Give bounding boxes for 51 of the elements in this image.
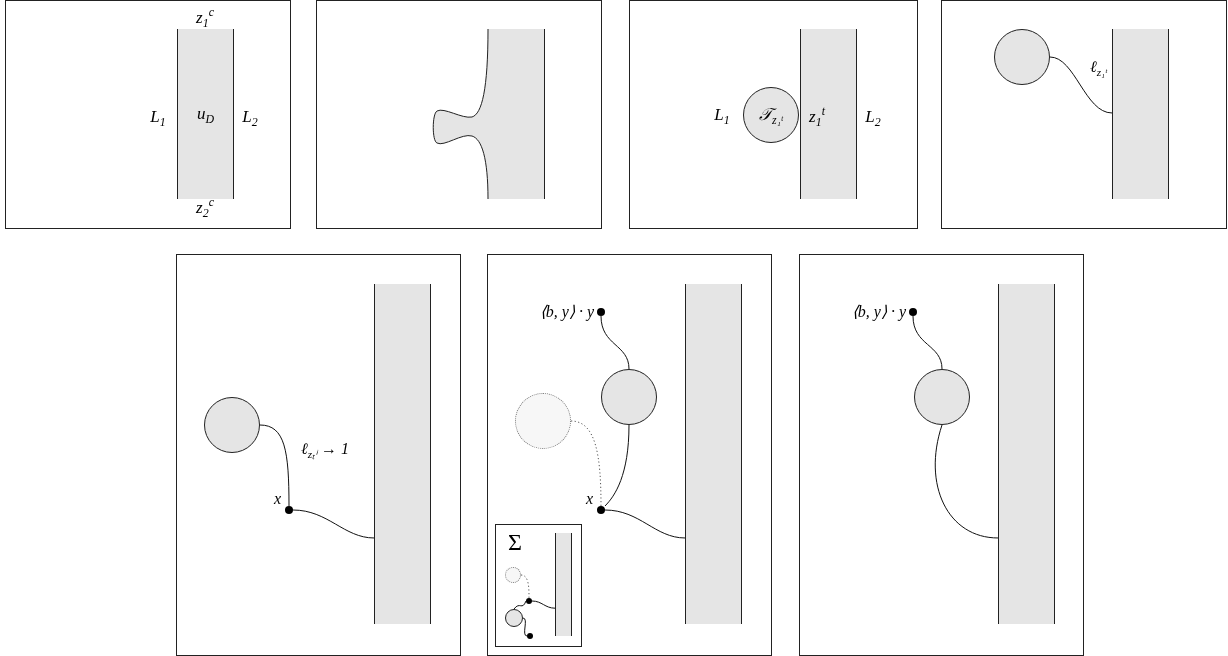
curve — [934, 424, 999, 539]
strip — [1112, 29, 1169, 199]
disk — [994, 29, 1050, 85]
math-label: L$_{2}$ — [242, 107, 258, 127]
strip — [998, 284, 1055, 624]
disk — [601, 369, 657, 425]
math-label: L$_{1}$ — [714, 105, 730, 125]
dotted-circle — [505, 567, 521, 583]
math-label: 𝒯$_{z₁ᵗ}$ — [759, 105, 783, 125]
dotted-curve — [570, 420, 602, 507]
math-label: L$_{2}$ — [865, 107, 881, 127]
dotted-circle — [515, 393, 571, 449]
strip — [685, 284, 742, 624]
strip — [800, 29, 857, 199]
disk — [914, 369, 970, 425]
curve — [912, 315, 943, 370]
panel-frame — [941, 0, 1227, 229]
point-label: ⟨b, y⟩ · y — [539, 302, 594, 322]
curve — [259, 424, 290, 507]
point-label: x — [585, 490, 593, 508]
panel-frame — [176, 254, 461, 656]
point-label: x — [273, 490, 281, 508]
panel-frame — [5, 0, 291, 229]
point-label: ⟨b, y⟩ · y — [851, 302, 906, 322]
inset-panel — [495, 524, 582, 647]
curve — [604, 509, 686, 539]
panel-frame — [799, 254, 1084, 656]
curve — [604, 424, 630, 507]
edge-label: ℓ$_{zₜⁱ}$ → 1 — [300, 440, 351, 458]
disk — [743, 87, 799, 143]
panel-frame — [316, 0, 602, 229]
disk — [505, 609, 523, 627]
panel-frame — [629, 0, 918, 229]
disk — [204, 397, 260, 453]
curve — [531, 600, 556, 609]
math-label: u$_{D}$ — [196, 104, 215, 124]
strip — [177, 29, 234, 199]
strip — [374, 284, 431, 624]
math-label: L$_{1}$ — [150, 107, 166, 127]
curve — [522, 617, 528, 637]
math-label: Σ — [508, 529, 522, 556]
curve — [292, 509, 375, 539]
panel-frame — [487, 254, 772, 656]
dot — [527, 633, 533, 639]
curve — [600, 315, 630, 370]
strip — [555, 533, 572, 636]
curve — [1049, 56, 1113, 114]
edge-label: ℓ$_{z₁ᵗ}$ — [1089, 58, 1108, 76]
dotted-curve — [520, 574, 530, 599]
curve — [513, 600, 527, 610]
dot — [526, 598, 532, 604]
